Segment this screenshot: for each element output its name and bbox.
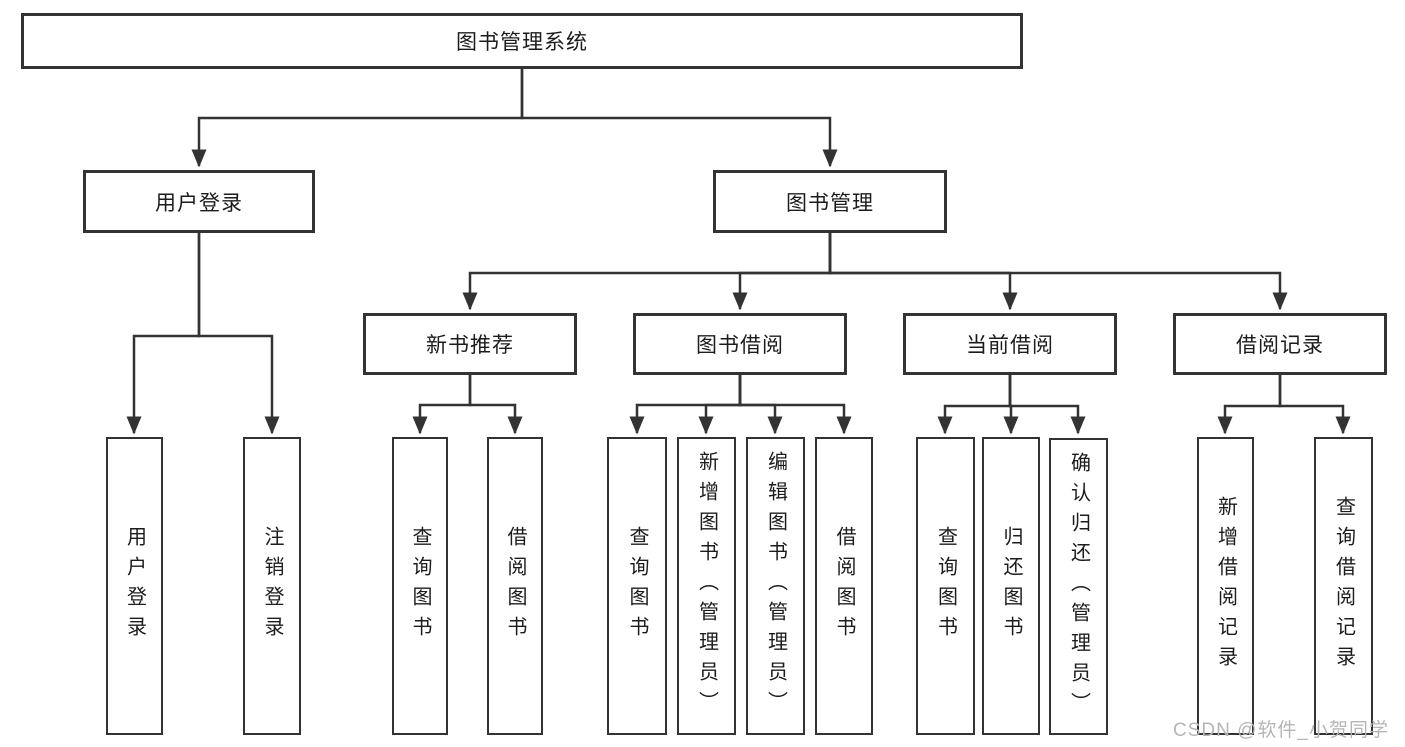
- node-borrow-records: 借阅记录: [1173, 313, 1387, 375]
- node-query-books-3-label: 查询图书: [934, 526, 957, 646]
- node-confirm-return-admin: 确认归还（管理员）: [1049, 438, 1108, 735]
- connector: [1278, 375, 1351, 435]
- node-edit-books-admin-label: 编辑图书（管理员）: [764, 451, 787, 721]
- connector: [738, 375, 852, 435]
- connector: [828, 233, 1018, 311]
- node-book-borrowing: 图书借阅: [633, 313, 847, 375]
- node-borrow-books-1: 借阅图书: [487, 437, 543, 735]
- csdn-watermark: CSDN @软件_小贺同学: [1173, 720, 1389, 741]
- node-query-books-1-label: 查询图书: [409, 526, 431, 646]
- node-add-books-admin: 新增图书（管理员）: [677, 437, 736, 735]
- node-borrow-records-label: 借阅记录: [1236, 334, 1324, 357]
- node-book-management-label: 图书管理: [786, 191, 874, 215]
- node-query-borrow-record-label: 查询借阅记录: [1332, 496, 1355, 676]
- node-user-login-leaf-label: 用户登录: [123, 526, 146, 646]
- connector: [197, 233, 280, 435]
- connector: [126, 233, 201, 435]
- node-user-login-leaf: 用户登录: [106, 437, 163, 735]
- connector: [1217, 375, 1282, 435]
- connector: [462, 233, 832, 311]
- connector: [698, 375, 742, 435]
- node-add-borrow-record-label: 新增借阅记录: [1214, 496, 1237, 676]
- node-root: 图书管理系统: [21, 13, 1023, 69]
- node-return-books-label: 归还图书: [1000, 526, 1022, 646]
- node-return-books: 归还图书: [982, 437, 1040, 735]
- node-logout-leaf-label: 注销登录: [261, 526, 283, 646]
- connector: [828, 233, 1288, 311]
- node-borrow-books-1-label: 借阅图书: [504, 526, 526, 646]
- node-query-books-3: 查询图书: [916, 437, 975, 735]
- node-query-books-2: 查询图书: [607, 437, 667, 735]
- node-current-borrowing-label: 当前借阅: [966, 334, 1054, 357]
- node-add-borrow-record: 新增借阅记录: [1197, 437, 1254, 735]
- node-borrow-books-2-label: 借阅图书: [833, 526, 855, 646]
- node-new-book-recommend: 新书推荐: [363, 313, 577, 375]
- connector: [1008, 375, 1086, 435]
- node-root-label: 图书管理系统: [456, 31, 588, 54]
- node-add-books-admin-label: 新增图书（管理员）: [695, 451, 718, 721]
- node-query-books-2-label: 查询图书: [626, 526, 648, 646]
- node-edit-books-admin: 编辑图书（管理员）: [746, 437, 805, 735]
- node-logout-leaf: 注销登录: [243, 437, 301, 735]
- connector: [937, 375, 1012, 435]
- connector: [732, 233, 832, 311]
- node-query-books-1: 查询图书: [392, 437, 448, 735]
- node-confirm-return-admin-label: 确认归还（管理员）: [1067, 451, 1090, 722]
- connector: [191, 69, 524, 168]
- node-new-book-recommend-label: 新书推荐: [426, 334, 514, 357]
- node-book-management: 图书管理: [713, 170, 947, 233]
- connector: [468, 375, 523, 435]
- node-user-login: 用户登录: [83, 170, 315, 233]
- node-user-login-label: 用户登录: [155, 191, 243, 215]
- node-current-borrowing: 当前借阅: [903, 313, 1117, 375]
- node-borrow-books-2: 借阅图书: [815, 437, 873, 735]
- node-book-borrowing-label: 图书借阅: [696, 334, 784, 357]
- connector: [412, 375, 472, 435]
- node-query-borrow-record: 查询借阅记录: [1314, 437, 1373, 735]
- connector: [520, 69, 838, 168]
